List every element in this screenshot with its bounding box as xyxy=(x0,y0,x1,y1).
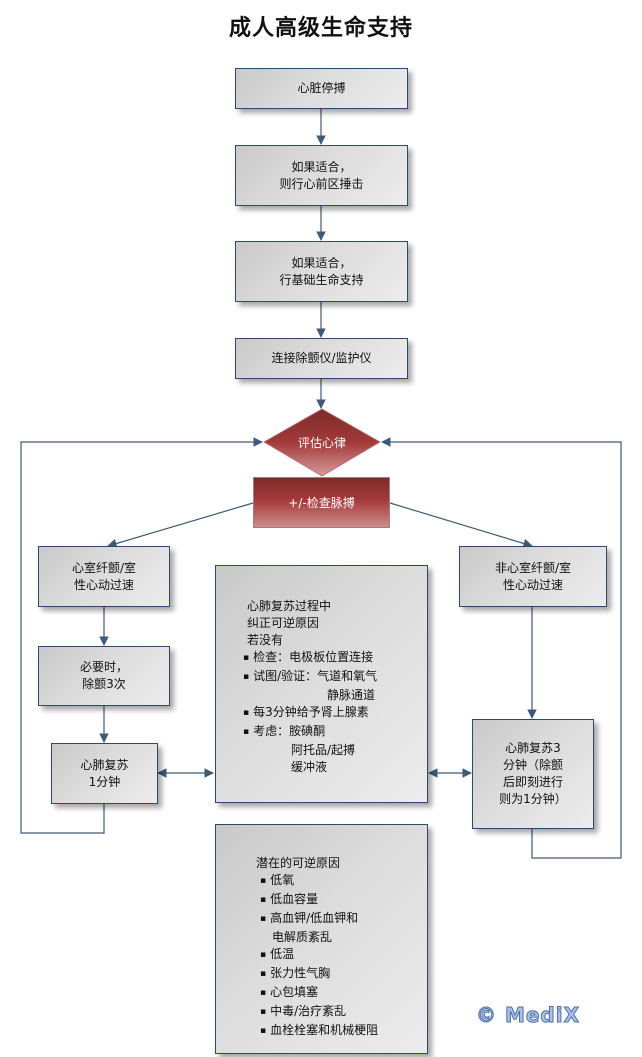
node-text: 连接除颤仪/监护仪 xyxy=(271,351,372,365)
panel-heading: 纠正可逆原因 xyxy=(247,616,320,630)
reversible-causes-panel: 潜在的可逆原因 低氧 低血容量 高血钾/低血钾和 电解质紊乱 低温 张力性气胸 … xyxy=(215,824,428,1054)
node-text: 如果适合， xyxy=(291,159,352,174)
node-text: 必要时， xyxy=(79,660,128,674)
list-item-continuation: 阿托品/起搏 xyxy=(291,743,356,757)
node-vf-vt: 心室纤颤/室 性心动过速 xyxy=(38,546,170,607)
node-cardiac-arrest: 心脏停搏 xyxy=(235,68,408,109)
page-title: 成人高级生命支持 xyxy=(228,16,413,41)
node-non-vf-vt: 非心室纤颤/室 性心动过速 xyxy=(459,546,607,607)
node-defibrillate-3: 必要时， 除颤3次 xyxy=(38,646,170,706)
node-text: 后即刻进行 xyxy=(502,775,563,789)
node-text: 分钟（除颤 xyxy=(502,758,563,772)
medix-watermark: © MediX xyxy=(475,1003,581,1028)
list-item: 高血钾/低血钾和 xyxy=(256,910,358,929)
list-item: 考虑：胺碘酮 xyxy=(243,723,325,742)
list-item: 试图/验证：气道和氧气 xyxy=(243,668,377,687)
node-basic-life-support: 如果适合， 行基础生命支持 xyxy=(235,241,408,302)
node-cpr-3min: 心肺复苏3 分钟（除颤 后即刻进行 则为1分钟） xyxy=(472,719,594,829)
list-item-continuation: 静脉通道 xyxy=(327,688,376,702)
arrow-pulse-to-nonvf xyxy=(389,502,533,549)
list-item-continuation: 缓冲液 xyxy=(291,760,328,774)
node-text: 性心动过速 xyxy=(73,577,134,592)
node-text: 如果适合， xyxy=(291,255,352,270)
node-text: 性心动过速 xyxy=(502,577,563,592)
node-cpr-1min: 心肺复苏 1分钟 xyxy=(51,743,158,804)
node-text: 心室纤颤/室 xyxy=(71,560,137,575)
list-item: 心包填塞 xyxy=(256,984,318,1003)
loop-right xyxy=(381,437,622,859)
list-item: 低氧 xyxy=(256,872,294,891)
node-text: 心肺复苏3 xyxy=(505,741,561,755)
node-check-pulse: +/-检查脉搏 xyxy=(253,477,390,528)
arrow-pulse-to-vf xyxy=(107,502,254,549)
node-text: 行基础生命支持 xyxy=(279,272,364,287)
node-text: 除颤3次 xyxy=(82,677,126,691)
node-text: 心肺复苏 xyxy=(80,757,129,772)
node-text: 则为1分钟） xyxy=(499,792,567,806)
node-text: 1分钟 xyxy=(88,774,121,789)
list-item: 张力性气胸 xyxy=(256,965,330,984)
list-item: 低血容量 xyxy=(256,891,318,910)
list-item-continuation: 电解质紊乱 xyxy=(272,930,333,944)
assess-rhythm-diamond xyxy=(263,408,381,477)
panel-heading: 心肺复苏过程中 xyxy=(247,599,332,613)
node-text: 心脏停搏 xyxy=(297,81,346,95)
list-item: 检查：电极板位置连接 xyxy=(243,649,373,668)
assess-rhythm-label: 评估心律 xyxy=(297,436,346,450)
list-item: 血栓栓塞和机械梗阻 xyxy=(256,1022,378,1041)
during-cpr-panel: 心肺复苏过程中 纠正可逆原因 若没有 检查：电极板位置连接 试图/验证：气道和氧… xyxy=(215,565,428,803)
node-attach-defibrillator: 连接除颤仪/监护仪 xyxy=(235,338,408,379)
list-item: 低温 xyxy=(256,946,294,965)
panel-heading: 潜在的可逆原因 xyxy=(256,856,341,870)
list-item: 每3分钟给予肾上腺素 xyxy=(243,704,369,723)
list-item: 中毒/治疗紊乱 xyxy=(256,1003,346,1022)
loop-left xyxy=(20,437,263,834)
node-text: 非心室纤颤/室 xyxy=(494,560,572,575)
node-text: 则行心前区捶击 xyxy=(279,176,364,191)
panel-heading: 若没有 xyxy=(247,633,284,647)
node-precordial-thump: 如果适合， 则行心前区捶击 xyxy=(235,145,408,206)
